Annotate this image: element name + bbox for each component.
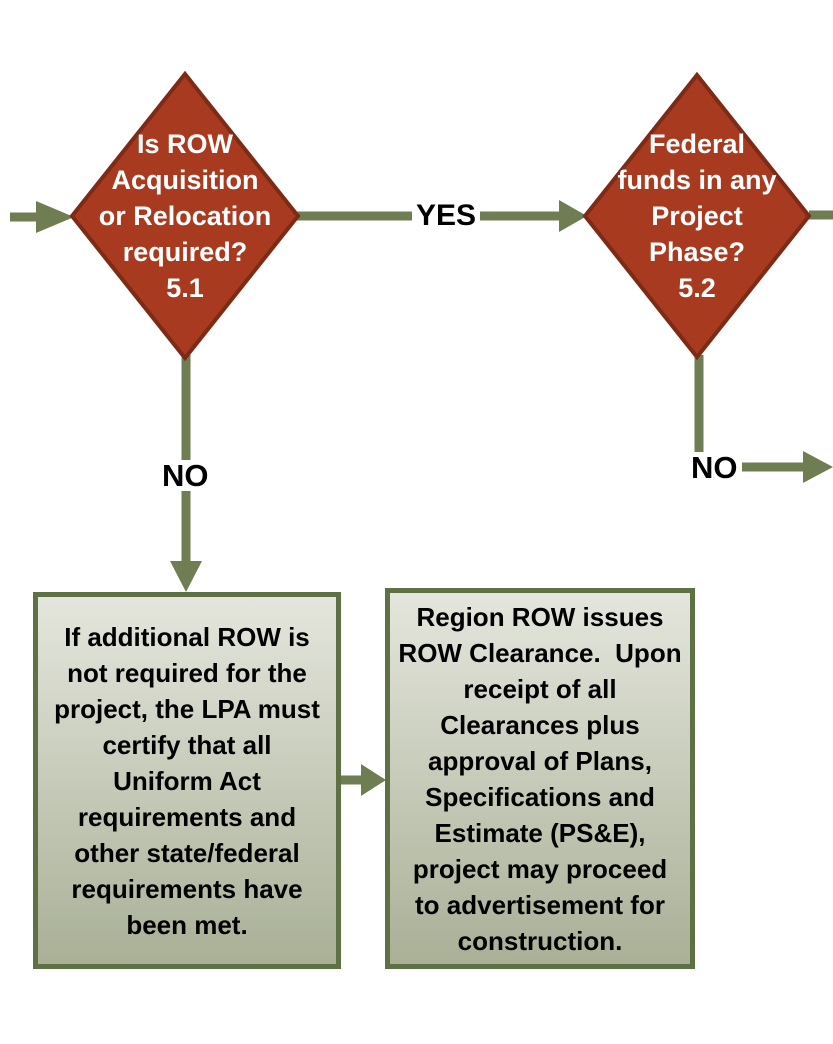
no-down-arrow-head xyxy=(170,561,202,592)
process-box-row-clearance[interactable]: Region ROW issues ROW Clearance. Upon re… xyxy=(385,588,695,969)
no-right-arrow-head xyxy=(803,451,833,483)
decision-diamond-5-2[interactable] xyxy=(582,71,812,361)
yes-label: YES xyxy=(412,201,481,231)
box-connector-head xyxy=(361,764,386,796)
yes-arrow-head xyxy=(559,200,587,232)
entry-arrow-head xyxy=(36,201,74,233)
no-label-left: NO xyxy=(158,460,213,491)
no-label-right: NO xyxy=(687,452,742,483)
process-box-certify-text: If additional ROW is not required for th… xyxy=(54,621,320,940)
decision-diamond-5-1[interactable] xyxy=(69,70,301,362)
process-box-row-clearance-text: Region ROW issues ROW Clearance. Upon re… xyxy=(398,601,682,956)
diamond-label-5-2: Federal funds in any Project Phase? 5.2 xyxy=(617,129,777,303)
diamond-label-5-1: Is ROW Acquisition or Relocation require… xyxy=(98,129,272,303)
process-box-certify[interactable]: If additional ROW is not required for th… xyxy=(33,592,341,969)
